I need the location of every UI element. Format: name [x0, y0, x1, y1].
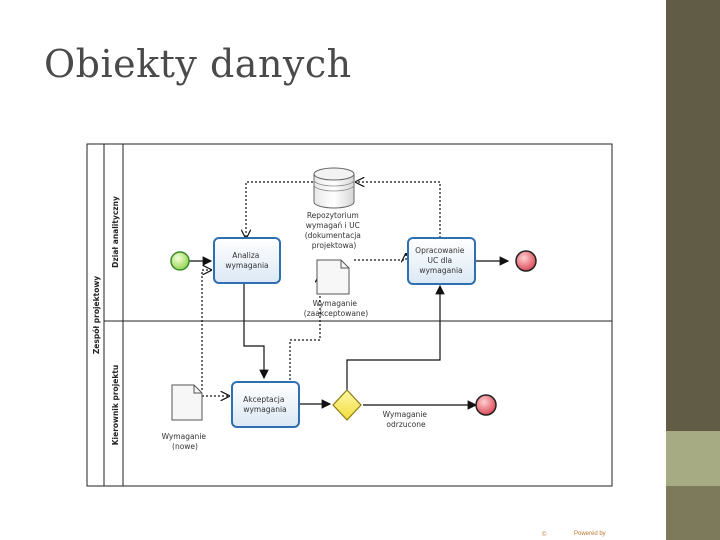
reject-flow-label: Wymaganie odrzucone	[383, 410, 430, 429]
task-opracowanie	[407, 237, 476, 285]
footer-copyright: ©	[542, 532, 547, 538]
start-event	[170, 251, 190, 271]
data-object-nowe-label: Wymaganie (nowe)	[162, 432, 209, 451]
end-event-rejected	[475, 394, 497, 416]
lane-label-analytics: Dział analityczny	[111, 196, 120, 268]
data-object-zaakceptowane	[316, 259, 350, 295]
assoc-opracowanie-to-repo	[356, 182, 441, 238]
exclusive-gateway	[332, 389, 362, 421]
footer-powered-by: Powered by	[574, 531, 606, 537]
data-store-repository	[313, 167, 355, 209]
assoc-nowe-to-analiza	[201, 270, 211, 390]
data-store-label: Repozytorium wymagań i UC (dokumentacja …	[305, 211, 364, 250]
flow-analiza-to-akceptacja	[243, 283, 269, 380]
task-opracowanie-label: Opracowanie UC dla wymagania	[415, 246, 467, 275]
assoc-repo-to-analiza	[246, 181, 333, 238]
bpmn-canvas: Zespół projektowy Dział analityczny Kier…	[86, 143, 613, 487]
flow-gateway-to-opracowanie	[346, 284, 445, 390]
assoc-akceptacja-to-zaakceptowane	[289, 274, 320, 380]
task-analiza	[213, 237, 281, 284]
data-object-nowe	[171, 384, 203, 421]
decorative-sidebar-accent	[666, 431, 720, 486]
assoc-zaakceptowane-to-opracowanie	[354, 254, 406, 260]
lane-label-manager: Kierownik projektu	[111, 365, 120, 446]
decorative-sidebar-block	[666, 486, 720, 540]
task-akceptacja	[231, 381, 300, 428]
pool-label: Zespół projektowy	[92, 276, 101, 354]
end-event-done	[515, 250, 537, 272]
task-akceptacja-label: Akceptacja wymagania	[243, 395, 287, 414]
task-analiza-label: Analiza wymagania	[225, 251, 268, 270]
bpmn-diagram: Zespół projektowy Dział analityczny Kier…	[84, 128, 627, 488]
data-object-zaakceptowane-label: Wymaganie (zaakceptowane)	[304, 299, 369, 318]
slide-title: Obiekty danych	[44, 42, 352, 86]
